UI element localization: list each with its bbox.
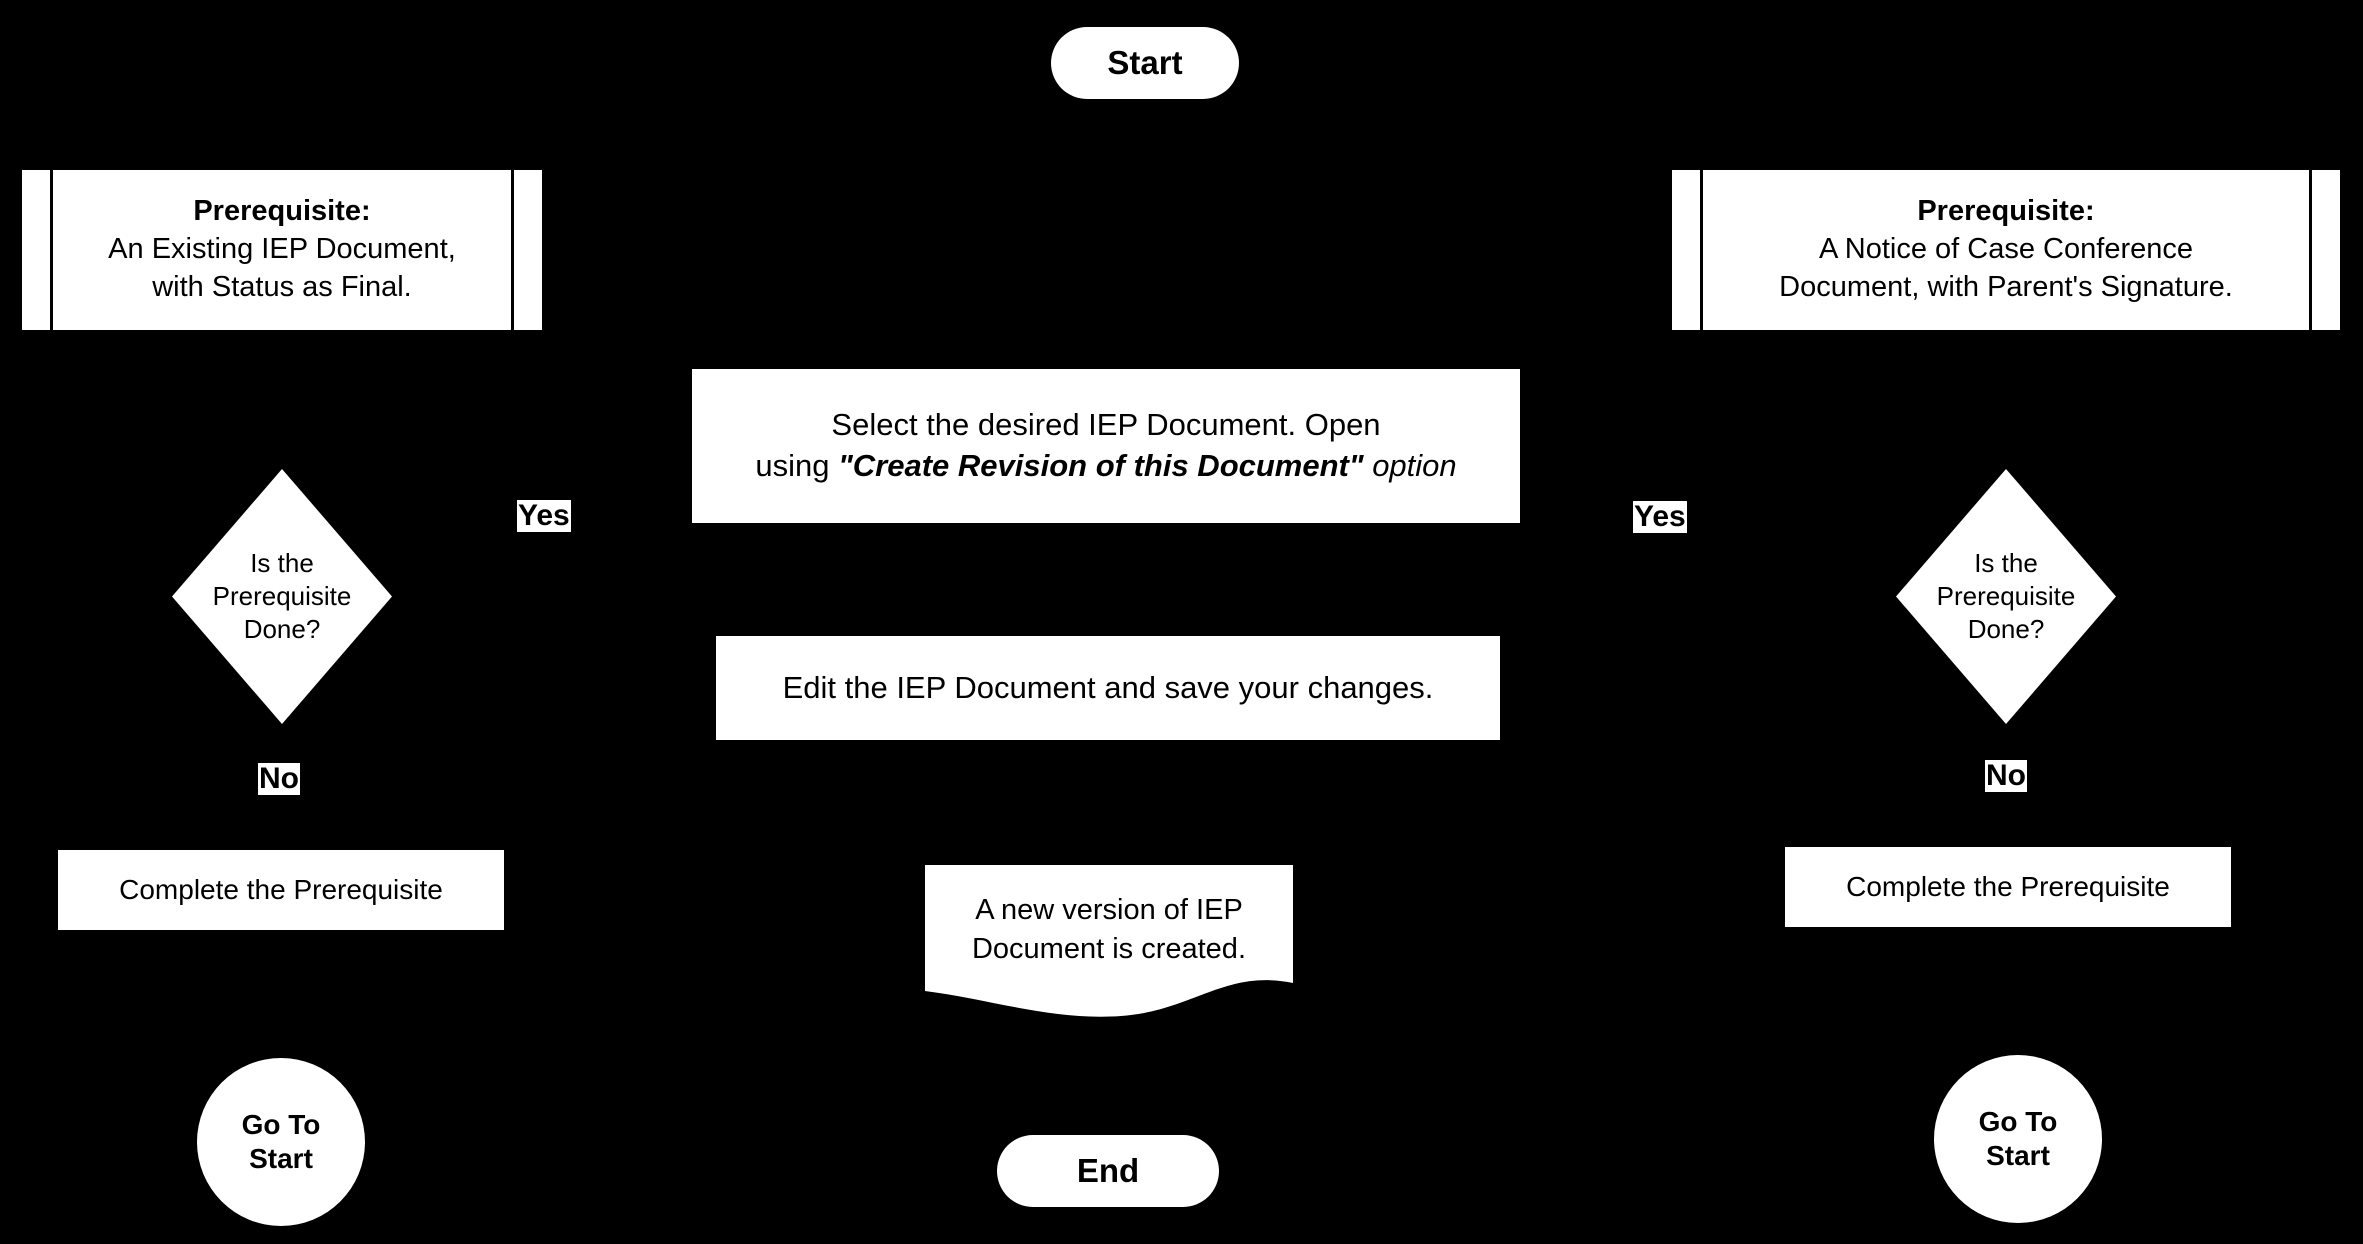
document-line1: A new version of IEP bbox=[975, 894, 1243, 927]
left-decision-line2: Prerequisite bbox=[212, 580, 352, 611]
select-step-line1: Select the desired IEP Document. Open bbox=[831, 407, 1381, 443]
document-line2: Document is created. bbox=[971, 933, 1246, 965]
right-decision-line1: Is the bbox=[1974, 547, 2038, 578]
right-decision-text: Is the Prerequisite Done? bbox=[1896, 547, 2116, 647]
right-decision-line2: Prerequisite bbox=[1936, 580, 2076, 611]
right-prerequisite-line1: A Notice of Case Conference bbox=[1819, 233, 2193, 266]
start-label: Start bbox=[1107, 44, 1183, 81]
right-prerequisite-decision[interactable]: Is the Prerequisite Done? bbox=[1896, 469, 2116, 724]
right-complete-prerequisite-step[interactable]: Complete the Prerequisite bbox=[1785, 847, 2231, 927]
predef-right-bar bbox=[511, 170, 514, 330]
start-terminator[interactable]: Start bbox=[1051, 27, 1239, 99]
right-yes-label: Yes bbox=[1633, 500, 1687, 533]
select-document-step[interactable]: Select the desired IEP Document. Open us… bbox=[692, 369, 1520, 523]
new-version-document-shape[interactable]: A new version of IEP Document is created… bbox=[925, 865, 1293, 1023]
end-label: End bbox=[1076, 1152, 1140, 1189]
left-yes-label: Yes bbox=[517, 499, 571, 532]
right-decision-line3: Done? bbox=[1967, 614, 2045, 645]
document-wave-shape bbox=[925, 865, 1293, 1017]
right-prerequisite-line2: Document, with Parent's Signature. bbox=[1779, 270, 2233, 303]
right-prerequisite-box[interactable]: Prerequisite: A Notice of Case Conferenc… bbox=[1672, 170, 2340, 330]
right-go-to-start-connector[interactable]: Go To Start bbox=[1934, 1055, 2102, 1223]
left-complete-prerequisite-text: Complete the Prerequisite bbox=[119, 873, 443, 905]
left-prerequisite-title: Prerequisite: bbox=[193, 195, 371, 228]
left-connector-text: Go To Start bbox=[242, 1108, 321, 1176]
left-connector-line2: Start bbox=[249, 1143, 313, 1174]
right-connector-text: Go To Start bbox=[1979, 1105, 2058, 1173]
left-decision-line1: Is the bbox=[250, 547, 314, 578]
right-prerequisite-title: Prerequisite: bbox=[1917, 195, 2095, 228]
end-terminator[interactable]: End bbox=[997, 1135, 1219, 1207]
select-document-text: Select the desired IEP Document. Open us… bbox=[733, 405, 1478, 487]
predef-left-bar bbox=[50, 170, 53, 330]
left-decision-text: Is the Prerequisite Done? bbox=[172, 547, 392, 647]
left-prerequisite-line1: An Existing IEP Document, bbox=[108, 233, 456, 266]
right-complete-prerequisite-text: Complete the Prerequisite bbox=[1846, 870, 2170, 902]
right-no-label: No bbox=[1985, 759, 2027, 792]
left-decision-line3: Done? bbox=[243, 614, 321, 645]
new-version-document-text: A new version of IEP Document is created… bbox=[925, 891, 1293, 969]
right-prerequisite-text: Prerequisite: A Notice of Case Conferenc… bbox=[1735, 193, 2277, 306]
right-connector-line1: Go To bbox=[1978, 1105, 2058, 1137]
edit-document-step[interactable]: Edit the IEP Document and save your chan… bbox=[716, 636, 1500, 740]
left-prerequisite-text: Prerequisite: An Existing IEP Document, … bbox=[64, 193, 500, 306]
left-go-to-start-connector[interactable]: Go To Start bbox=[197, 1058, 365, 1226]
left-no-label: No bbox=[258, 762, 300, 795]
predef-left-bar bbox=[1700, 170, 1703, 330]
predef-right-bar bbox=[2309, 170, 2312, 330]
select-step-line2-prefix: using bbox=[755, 448, 839, 483]
left-prerequisite-line2: with Status as Final. bbox=[152, 270, 412, 303]
left-prerequisite-box[interactable]: Prerequisite: An Existing IEP Document, … bbox=[22, 170, 542, 330]
left-complete-prerequisite-step[interactable]: Complete the Prerequisite bbox=[58, 850, 504, 930]
edit-document-text: Edit the IEP Document and save your chan… bbox=[782, 669, 1434, 705]
left-connector-line1: Go To bbox=[241, 1108, 321, 1140]
left-prerequisite-decision[interactable]: Is the Prerequisite Done? bbox=[172, 469, 392, 724]
right-connector-line2: Start bbox=[1986, 1140, 2050, 1171]
select-step-emphasis: "Create Revision of this Document" bbox=[838, 448, 1364, 483]
select-step-line2-suffix: option bbox=[1363, 448, 1457, 483]
